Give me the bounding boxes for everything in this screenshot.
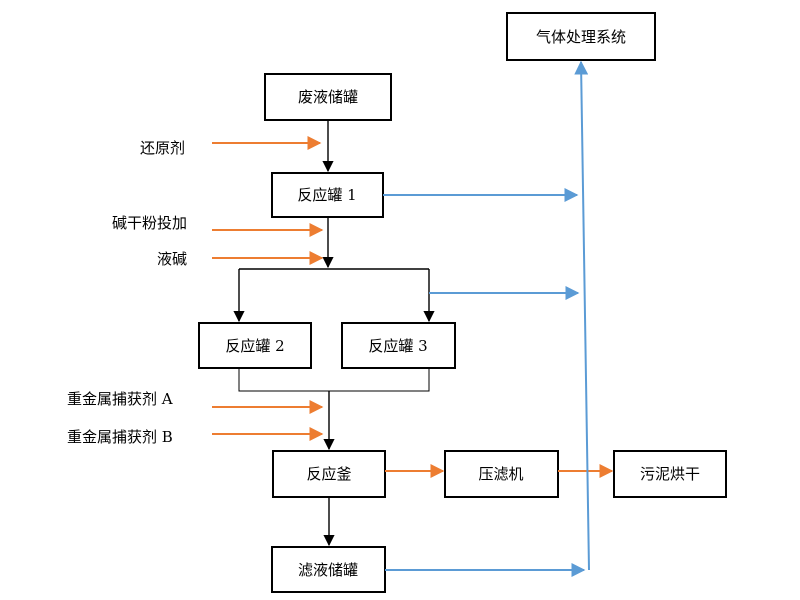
node-reactor1-label: 反应罐 1 — [297, 186, 356, 204]
node-reactor3-label: 反应罐 3 — [368, 337, 427, 355]
node-reactor1: 反应罐 1 — [271, 172, 384, 218]
node-waste-tank-label: 废液储罐 — [298, 88, 358, 106]
node-filtrate-tank: 滤液储罐 — [271, 546, 386, 593]
input-capture-a-label: 重金属捕获剂 A — [67, 390, 173, 408]
node-filter-press: 压滤机 — [444, 450, 559, 498]
input-reductant-label: 还原剂 — [140, 139, 185, 157]
gas-riser-line — [574, 60, 590, 571]
node-waste-tank: 废液储罐 — [264, 73, 392, 121]
input-liquid-alkali-label: 液碱 — [157, 250, 187, 268]
flow-merge-bar — [238, 368, 430, 392]
node-filtrate-tank-label: 滤液储罐 — [298, 561, 358, 579]
node-gas-system-label: 气体处理系统 — [536, 28, 626, 46]
node-sludge-dry-label: 污泥烘干 — [640, 465, 700, 483]
node-sludge-dry: 污泥烘干 — [613, 450, 727, 498]
input-alkali-powder-label: 碱干粉投加 — [112, 214, 187, 232]
node-reactor3: 反应罐 3 — [341, 322, 456, 369]
node-kettle: 反应釜 — [272, 450, 386, 498]
node-reactor2: 反应罐 2 — [198, 322, 312, 369]
node-kettle-label: 反应釜 — [306, 465, 351, 483]
node-gas-system: 气体处理系统 — [506, 12, 656, 61]
input-capture-b-label: 重金属捕获剂 B — [67, 428, 173, 446]
node-reactor2-label: 反应罐 2 — [225, 337, 284, 355]
node-filter-press-label: 压滤机 — [478, 465, 523, 483]
